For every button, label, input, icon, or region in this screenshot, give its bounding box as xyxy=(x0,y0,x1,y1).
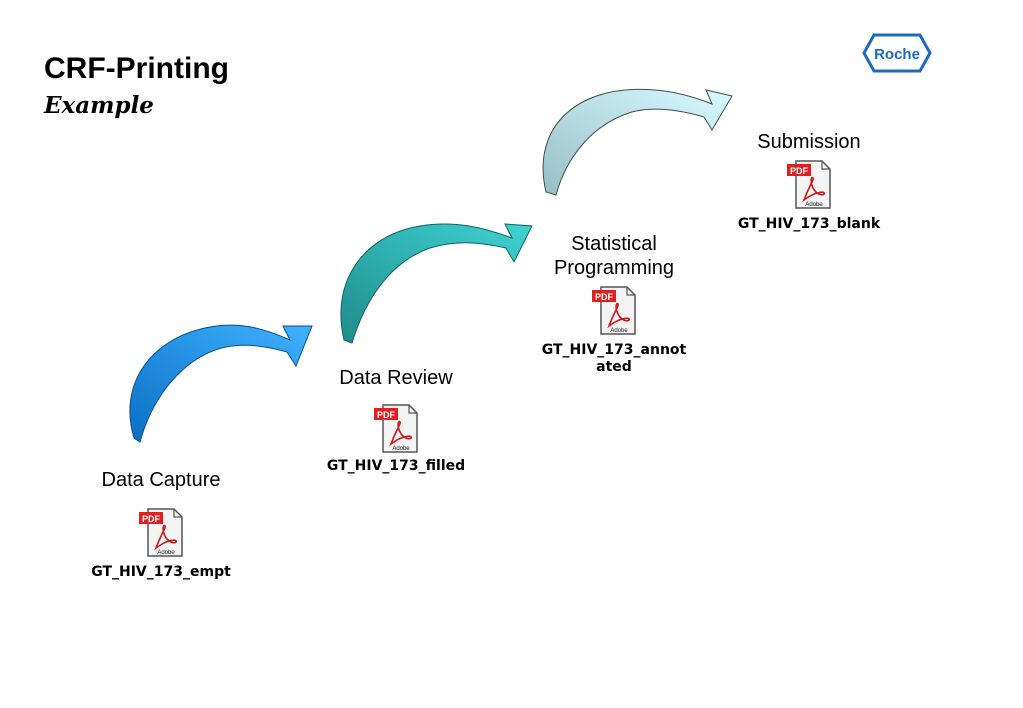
file-name: GT_HIV_173_empt xyxy=(91,564,231,580)
stage-label: Data Review xyxy=(339,367,453,389)
svg-text:Adobe: Adobe xyxy=(157,550,175,556)
roche-logo: Roche xyxy=(862,33,932,73)
svg-text:PDF: PDF xyxy=(790,166,809,176)
file-name: GT_HIV_173_filled xyxy=(326,458,466,474)
arrow-stats-to-submission xyxy=(542,88,733,196)
svg-text:PDF: PDF xyxy=(377,410,396,420)
stage-submission: Submission PDF Adobe GT_HIV_173_blank xyxy=(724,130,894,233)
page-title: CRF-Printing xyxy=(44,52,229,85)
stage-label: Data Capture xyxy=(101,469,221,491)
pdf-icon[interactable]: PDF Adobe xyxy=(591,284,637,336)
stage-label: Submission xyxy=(757,131,861,153)
arrow-review-to-stats xyxy=(340,223,533,344)
logo-text: Roche xyxy=(874,46,920,63)
svg-text:Adobe: Adobe xyxy=(610,328,628,334)
pdf-icon[interactable]: PDF Adobe xyxy=(373,402,419,454)
pdf-icon[interactable]: PDF Adobe xyxy=(786,158,832,210)
file-name: GT_HIV_173_annotated xyxy=(541,342,687,375)
stage-data-review: Data Review PDF Adobe GT_HIV_173_filled xyxy=(301,366,491,475)
svg-text:Adobe: Adobe xyxy=(392,446,410,452)
page-subtitle: Example xyxy=(44,92,154,119)
svg-text:PDF: PDF xyxy=(595,292,614,302)
stage-label: Statistical Programming xyxy=(553,233,675,279)
arrow-capture-to-review xyxy=(129,324,313,443)
svg-text:PDF: PDF xyxy=(142,514,161,524)
stage-data-capture: Data Capture PDF Adobe GT_HIV_173_empt xyxy=(66,468,256,581)
file-name: GT_HIV_173_blank xyxy=(737,216,881,232)
svg-text:Adobe: Adobe xyxy=(805,202,823,208)
stage-statistical-programming: Statistical Programming PDF Adobe GT_HIV… xyxy=(534,232,694,376)
pdf-icon[interactable]: PDF Adobe xyxy=(138,506,184,558)
